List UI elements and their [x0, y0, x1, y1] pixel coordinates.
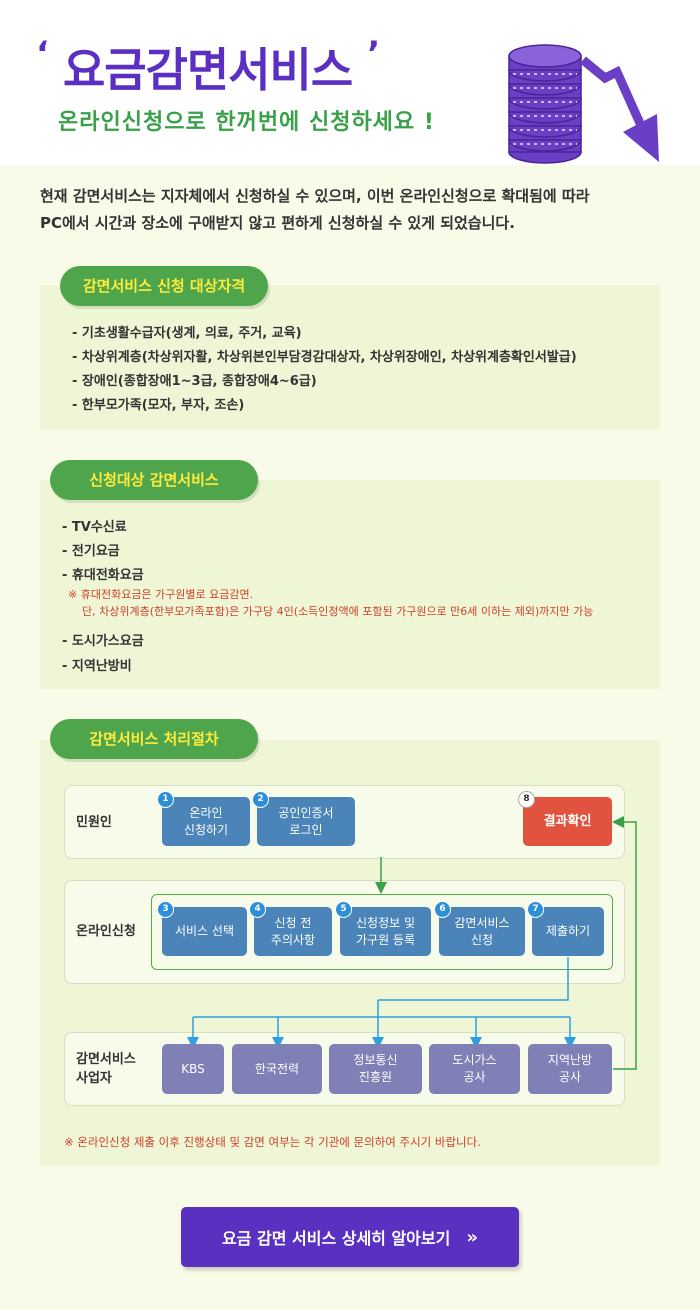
- service-item: - 휴대전화요금: [62, 568, 144, 583]
- page-title: ‘ 요금감면서비스 ’: [36, 34, 380, 100]
- step-number-badge: 5: [335, 901, 352, 918]
- step-service-apply: 감면서비스 신청: [439, 907, 525, 956]
- double-chevron-right-icon: »: [466, 1226, 478, 1248]
- intro-text: 현재 감면서비스는 지자체에서 신청하실 수 있으며, 이번 온라인신청으로 확…: [40, 183, 660, 237]
- step-cert-login: 공인인증서 로그인: [257, 797, 355, 846]
- step-result-check: 결과확인: [523, 797, 612, 846]
- eligibility-title: 감면서비스 신청 대상자격: [60, 266, 268, 306]
- coin-stack-down-arrow-icon: [508, 44, 659, 164]
- row-label-provider: 감면서비스 사업자: [76, 1052, 136, 1086]
- row-label-online: 온라인신청: [76, 924, 136, 939]
- step-submit: 제출하기: [532, 907, 604, 956]
- process-footnote: ※ 온라인신청 제출 이후 진행상태 및 감면 여부는 각 기관에 문의하여 주…: [64, 1135, 481, 1149]
- title-quote-close: ’: [367, 34, 380, 74]
- services-panel: [40, 480, 660, 689]
- services-title: 신청대상 감면서비스: [50, 460, 258, 500]
- page-subtitle: 온라인신청으로 한꺼번에 신청하세요 !: [58, 110, 435, 135]
- step-precautions: 신청 전 주의사항: [254, 907, 332, 956]
- step-number-badge: 2: [252, 791, 269, 808]
- service-item: - 지역난방비: [62, 659, 132, 674]
- step-service-select: 서비스 선택: [162, 907, 247, 956]
- mobile-note-2: 단, 차상위계층(한부모가족포함)은 가구당 4인(소득인정액에 포함된 가구원…: [82, 605, 594, 618]
- provider-kbs: KBS: [162, 1044, 224, 1094]
- step-number-badge: 4: [249, 901, 266, 918]
- eligibility-panel: [40, 285, 660, 429]
- provider-kepco: 한국전력: [232, 1044, 322, 1094]
- header-area: ‘ 요금감면서비스 ’ 온라인신청으로 한꺼번에 신청하세요 !: [0, 0, 700, 165]
- eligibility-item: - 한부모가족(모자, 부자, 조손): [72, 398, 245, 413]
- provider-nipa: 정보통신 진흥원: [329, 1044, 422, 1094]
- intro-line-1: 현재 감면서비스는 지자체에서 신청하실 수 있으며, 이번 온라인신청으로 확…: [40, 187, 590, 205]
- eligibility-item: - 장애인(종합장애1~3급, 종합장애4~6급): [72, 374, 317, 389]
- process-title: 감면서비스 처리절차: [50, 719, 258, 759]
- online-steps-frame: [151, 894, 613, 970]
- service-item: - TV수신료: [62, 520, 127, 535]
- row-label-citizen: 민원인: [76, 815, 112, 830]
- details-button[interactable]: 요금 감면 서비스 상세히 알아보기 »: [181, 1207, 519, 1267]
- provider-gas: 도시가스 공사: [429, 1044, 520, 1094]
- details-button-label: 요금 감면 서비스 상세히 알아보기: [221, 1229, 451, 1248]
- title-text: 요금감면서비스: [62, 43, 353, 97]
- mobile-note-1: ※ 휴대전화요금은 가구원별로 요금감면.: [68, 588, 254, 601]
- title-quote-open: ‘: [36, 34, 49, 74]
- service-item: - 도시가스요금: [62, 634, 144, 649]
- step-number-badge: 3: [157, 901, 174, 918]
- step-online-apply: 온라인 신청하기: [162, 797, 250, 846]
- step-number-badge: 6: [434, 901, 451, 918]
- service-item: - 전기요금: [62, 544, 120, 559]
- eligibility-item: - 차상위계층(차상위자활, 차상위본인부담경감대상자, 차상위장애인, 차상위…: [72, 350, 577, 365]
- step-number-badge: 1: [157, 791, 174, 808]
- provider-heating: 지역난방 공사: [528, 1044, 612, 1094]
- step-register-info: 신청정보 및 가구원 등록: [340, 907, 431, 956]
- step-number-badge: 7: [527, 901, 544, 918]
- eligibility-item: - 기초생활수급자(생계, 의료, 주거, 교육): [72, 326, 302, 341]
- step-number-badge: 8: [518, 791, 535, 808]
- intro-line-2: PC에서 시간과 장소에 구애받지 않고 편하게 신청하실 수 있게 되었습니다…: [40, 214, 515, 232]
